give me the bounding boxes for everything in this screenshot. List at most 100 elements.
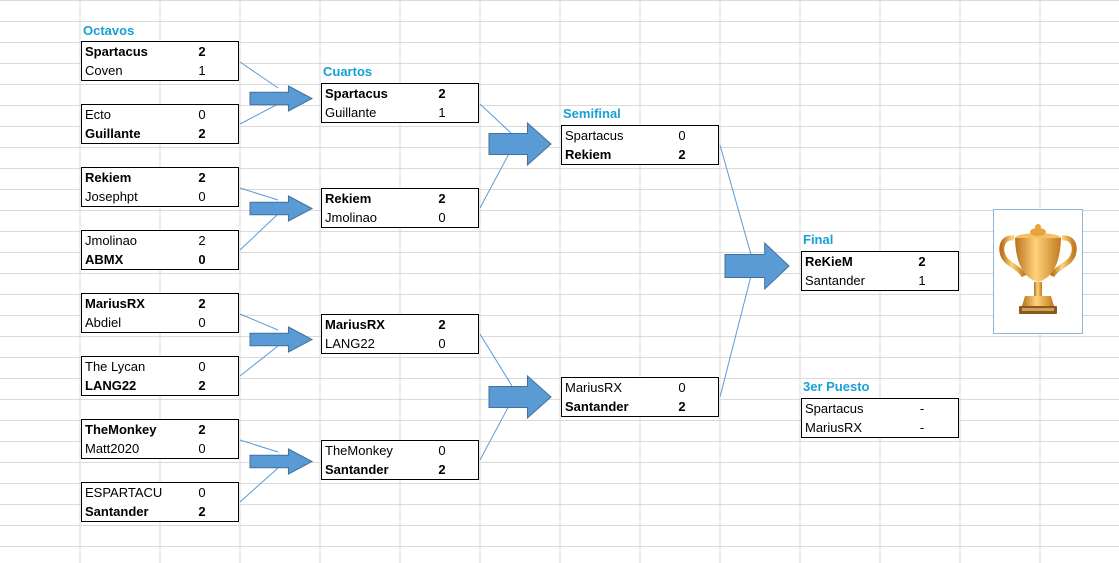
player-score: 1: [438, 105, 446, 120]
player-name: Abdiel: [85, 315, 122, 330]
player-row[interactable]: TheMonkey 0: [322, 441, 478, 460]
player-score: 0: [198, 252, 206, 267]
player-score: 0: [198, 485, 206, 500]
player-row[interactable]: ESPARTACU 0: [82, 483, 238, 502]
match-tercer-puesto[interactable]: Spartacus- MariusRX -: [801, 398, 959, 438]
player-name: Ecto: [85, 107, 112, 122]
trophy-icon: [993, 209, 1083, 334]
player-score: 2: [438, 317, 446, 332]
player-row[interactable]: MariusRX -: [802, 418, 958, 437]
player-name: ABMX: [85, 252, 124, 267]
player-name: Coven: [85, 63, 123, 78]
player-row[interactable]: Spartacus-: [802, 399, 958, 418]
player-name: Santander: [805, 273, 865, 288]
player-name: The Lycan: [85, 359, 146, 374]
player-name: Matt2020: [85, 441, 140, 456]
player-name: Josephpt: [85, 189, 138, 204]
player-score: 0: [678, 380, 686, 395]
player-score: 0: [198, 189, 206, 204]
player-row[interactable]: Rekiem 2: [562, 145, 718, 164]
player-name: ESPARTACU: [85, 485, 163, 500]
player-score: 2: [198, 422, 206, 437]
player-name: Santander: [325, 462, 389, 477]
player-score: 1: [918, 273, 926, 288]
player-score: -: [919, 420, 925, 435]
player-score: 0: [198, 107, 206, 122]
player-name: ReKieM: [805, 254, 853, 269]
player-score: 0: [438, 443, 446, 458]
player-score: 2: [198, 378, 206, 393]
player-name: MariusRX: [805, 420, 863, 435]
player-row[interactable]: Guillante 1: [322, 103, 478, 122]
player-row[interactable]: Santander 1: [802, 271, 958, 290]
player-name: Guillante: [85, 126, 141, 141]
player-name: Spartacus: [805, 401, 864, 416]
player-name: Guillante: [325, 105, 377, 120]
player-name: Rekiem: [565, 147, 612, 162]
player-row[interactable]: The Lycan 0: [82, 357, 238, 376]
player-row[interactable]: ReKieM 2: [802, 252, 958, 271]
player-name: TheMonkey: [325, 443, 393, 458]
stage-title-tercer-puesto: 3er Puesto: [803, 379, 870, 394]
player-name: Jmolinao: [325, 210, 378, 225]
player-score: 2: [198, 233, 206, 248]
player-name: Santander: [85, 504, 149, 519]
player-row[interactable]: Santander 2: [562, 397, 718, 416]
player-score: 2: [918, 254, 926, 269]
player-name: Rekiem: [85, 170, 132, 185]
player-row[interactable]: Jmolinao 2: [82, 231, 238, 250]
player-name: Santander: [565, 399, 629, 414]
player-row[interactable]: Santander 2: [322, 460, 478, 479]
player-score: 0: [438, 336, 446, 351]
player-score: 0: [438, 210, 446, 225]
player-row[interactable]: Ecto 0: [82, 105, 238, 124]
player-row[interactable]: ABMX 0: [82, 250, 238, 269]
stage-title-octavos: Octavos: [83, 23, 135, 38]
player-score: 0: [198, 359, 206, 374]
player-row[interactable]: Jmolinao 0: [322, 208, 478, 227]
player-row[interactable]: Josephpt 0: [82, 187, 238, 206]
player-score: 2: [678, 147, 686, 162]
player-score: 2: [438, 191, 446, 206]
stage-title-semifinal: Semifinal: [563, 106, 621, 121]
player-row[interactable]: MariusRX 0: [562, 378, 718, 397]
player-score: 2: [198, 504, 206, 519]
player-row[interactable]: Santander 2: [82, 502, 238, 521]
player-score: 2: [678, 399, 686, 414]
player-name: Spartacus: [565, 128, 624, 143]
stage-title-final: Final: [803, 232, 834, 247]
player-name: Jmolinao: [85, 233, 138, 248]
player-score: 2: [438, 462, 446, 477]
player-name: MariusRX: [85, 296, 145, 311]
player-name: MariusRX: [565, 380, 623, 395]
